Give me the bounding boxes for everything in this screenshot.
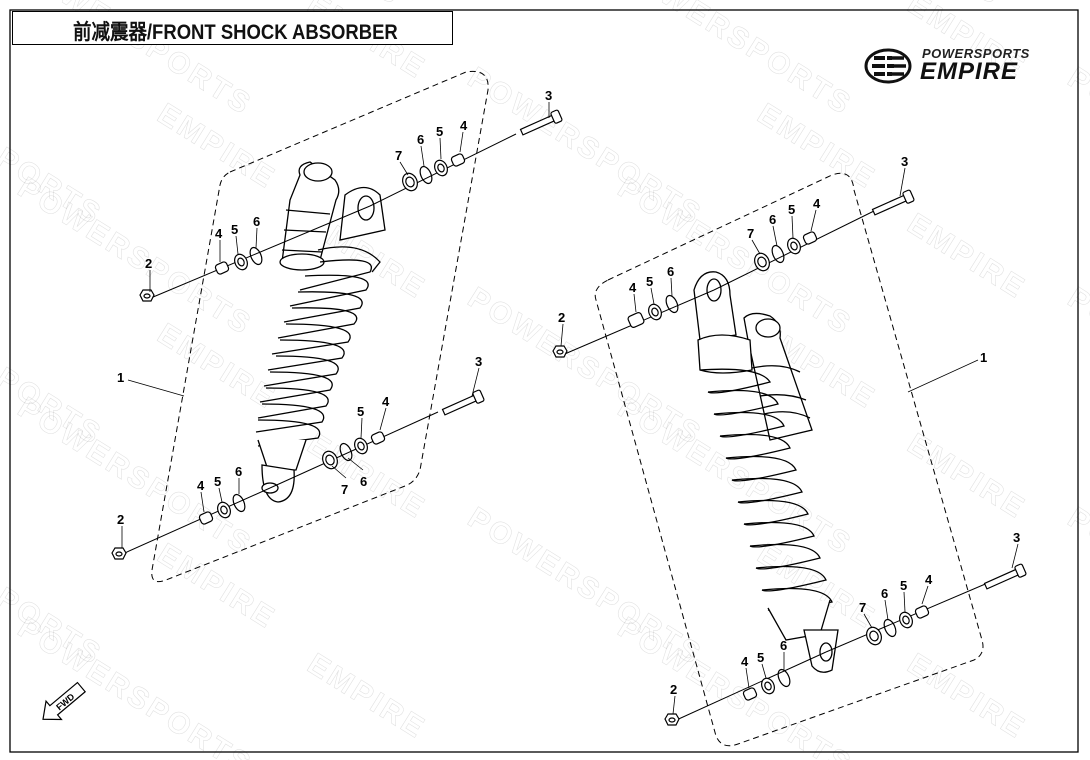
label-3: 3 xyxy=(901,154,908,169)
logo-line1: POWERSPORTS xyxy=(922,46,1030,61)
left-shock-assembly: 2 4 5 6 7 6 5 4 3 1 2 4 5 6 7 6 5 4 3 xyxy=(111,70,563,583)
label-4: 4 xyxy=(197,478,205,493)
label-5: 5 xyxy=(436,124,443,139)
left-upper-hardware xyxy=(139,109,563,302)
right-lower-hardware xyxy=(664,563,1027,726)
label-5: 5 xyxy=(646,274,653,289)
label-7: 7 xyxy=(747,226,754,241)
label-6: 6 xyxy=(881,586,888,601)
label-7: 7 xyxy=(395,148,402,163)
brand-logo: POWERSPORTS EMPIRE xyxy=(860,44,1060,88)
label-5: 5 xyxy=(757,650,764,665)
label-6: 6 xyxy=(769,212,776,227)
drawing-border xyxy=(9,9,1079,753)
title-box: 前减震器/FRONT SHOCK ABSORBER xyxy=(12,11,453,45)
label-2: 2 xyxy=(558,310,565,325)
label-6: 6 xyxy=(235,464,242,479)
label-5: 5 xyxy=(900,578,907,593)
label-4: 4 xyxy=(382,394,390,409)
label-6: 6 xyxy=(780,638,787,653)
label-3: 3 xyxy=(1013,530,1020,545)
label-1: 1 xyxy=(117,370,124,385)
label-2: 2 xyxy=(670,682,677,697)
label-2: 2 xyxy=(117,512,124,527)
label-4: 4 xyxy=(925,572,933,587)
label-7: 7 xyxy=(341,482,348,497)
label-4: 4 xyxy=(629,280,637,295)
label-6: 6 xyxy=(360,474,367,489)
empire-emblem-icon xyxy=(864,48,912,84)
label-7: 7 xyxy=(859,600,866,615)
label-4: 4 xyxy=(215,226,223,241)
label-2: 2 xyxy=(145,256,152,271)
page-title: 前减震器/FRONT SHOCK ABSORBER xyxy=(73,21,398,44)
label-3: 3 xyxy=(545,88,552,103)
right-shock-assembly: 2 4 5 6 7 6 5 4 3 1 2 4 5 6 7 6 5 4 3 xyxy=(552,154,1027,747)
label-6: 6 xyxy=(253,214,260,229)
label-1: 1 xyxy=(980,350,987,365)
left-lower-hardware xyxy=(111,389,485,560)
label-5: 5 xyxy=(214,474,221,489)
fwd-arrow-icon: FWD xyxy=(42,681,87,721)
label-5: 5 xyxy=(788,202,795,217)
label-4: 4 xyxy=(813,196,821,211)
label-3: 3 xyxy=(475,354,482,369)
label-4: 4 xyxy=(460,118,468,133)
label-5: 5 xyxy=(231,222,238,237)
left-group-boundary xyxy=(151,70,489,583)
logo-line2: EMPIRE xyxy=(920,58,1019,85)
label-6: 6 xyxy=(417,132,424,147)
label-4: 4 xyxy=(741,654,749,669)
right-upper-hardware xyxy=(552,189,915,358)
label-5: 5 xyxy=(357,404,364,419)
right-group-boundary xyxy=(594,172,984,747)
label-6: 6 xyxy=(667,264,674,279)
right-shock-absorber xyxy=(693,271,839,673)
